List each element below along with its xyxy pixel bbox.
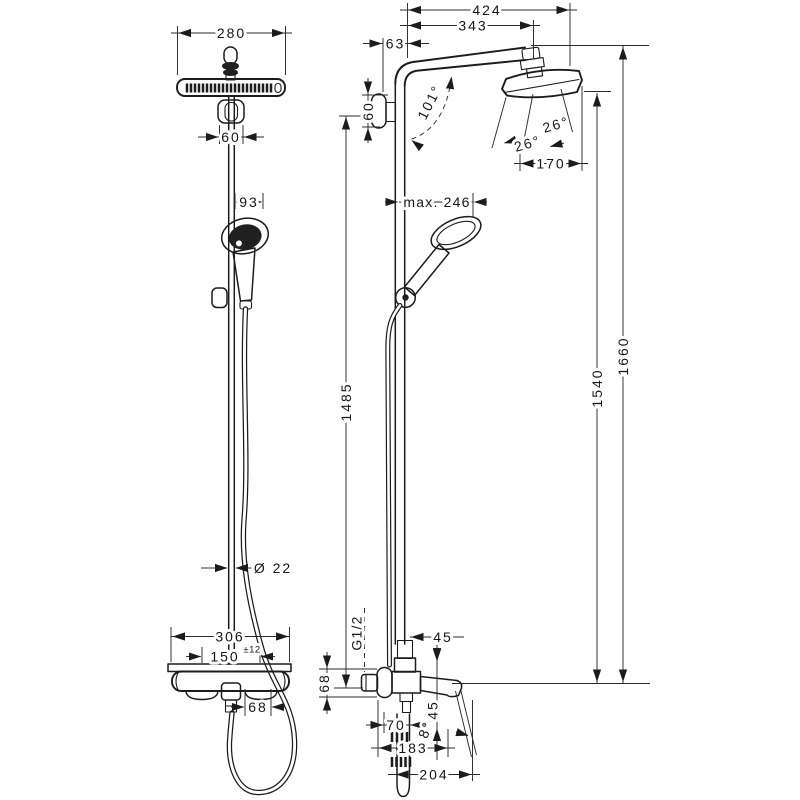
dim-170: 170 [536, 156, 565, 172]
hand-shower-front [220, 217, 270, 255]
dim-1660: 1660 [615, 336, 631, 375]
dim-26-degrees-left: 26° [512, 132, 543, 155]
valve-flange-side [376, 666, 393, 699]
dim-306: 306 [215, 629, 244, 645]
spray-line-left [491, 97, 507, 149]
dim-60-front: 60 [221, 129, 241, 145]
valve-union-right [244, 690, 278, 701]
dim-280: 280 [217, 25, 246, 41]
front-view-dimensions [170, 26, 292, 716]
overhead-shower-front [176, 78, 286, 97]
side-view-dimensions [319, 3, 649, 781]
dim-68-side: 68 [316, 673, 332, 693]
dim-60-side: 60 [360, 101, 376, 121]
front-view-drawing [167, 46, 298, 796]
upper-bracket-front [217, 99, 245, 124]
tub-spout-side [419, 675, 463, 698]
dim-93: 93 [239, 194, 259, 210]
valve-top-fitting-side [393, 657, 417, 673]
dim-424: 424 [472, 2, 501, 18]
dim-70: 70 [386, 717, 406, 733]
dim-101-degrees: 101° [414, 82, 445, 122]
spray-line-center [521, 93, 534, 151]
hand-shower-handle-side [403, 243, 450, 297]
dim-150-tolerance: ±12 [243, 645, 260, 656]
dim-204: 204 [419, 767, 448, 783]
valve-body-front [171, 670, 290, 692]
dim-45-top: 45 [433, 629, 453, 645]
label-thread-g12: G1/2 [349, 615, 365, 650]
dim-hose-diameter: Ø 22 [254, 560, 292, 576]
hose-loop-side [396, 713, 411, 798]
hand-shower-side [430, 215, 482, 251]
overhead-shower-side [501, 68, 583, 99]
dim-1485: 1485 [338, 382, 354, 421]
dim-max-246: max. 246 [403, 194, 470, 210]
dim-63: 63 [386, 36, 406, 52]
valve-handle-side [360, 673, 379, 692]
hose-outlet-side [399, 692, 414, 703]
dim-1540: 1540 [589, 368, 605, 407]
spray-line-right [560, 88, 573, 133]
head-connector-collar [222, 62, 239, 70]
dim-68-front: 68 [248, 699, 268, 715]
shower-hose-front [226, 306, 298, 796]
valve-body-side [391, 670, 422, 694]
dim-8-degrees: 8° [415, 718, 436, 740]
dimension-labels: 280 60 93 Ø 22 306 150 ±12 68 424 343 63… [207, 0, 634, 786]
slider-clamp-side [394, 286, 417, 309]
shower-arm-side [394, 46, 526, 85]
head-connector-pin [223, 46, 238, 65]
valve-union-left [185, 690, 219, 701]
overhead-shower-slats [185, 83, 273, 93]
hand-shower-handle-front [232, 247, 256, 302]
dim-26-degrees-right: 26° [541, 113, 572, 136]
slider-clamp-front [211, 287, 228, 309]
dim-343: 343 [458, 18, 487, 34]
dim-45-spout: 45 [425, 700, 441, 720]
side-view-drawing [360, 46, 650, 798]
dim-183: 183 [398, 740, 427, 756]
dim-150: 150 [210, 649, 239, 665]
